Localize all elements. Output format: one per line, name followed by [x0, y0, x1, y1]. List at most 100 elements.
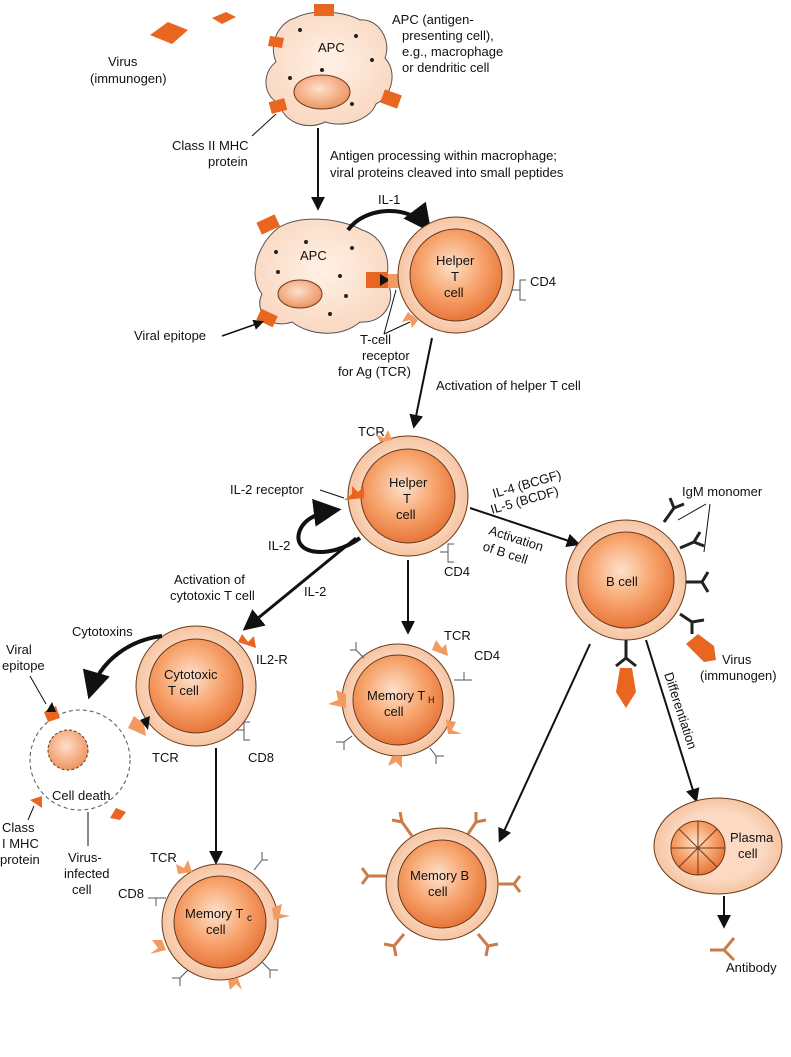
virus-right-icon [686, 634, 716, 662]
memory-th-sub: H [428, 695, 435, 705]
viral-epitope-marker [380, 274, 390, 286]
class2-label-2: protein [208, 154, 248, 169]
activation-helper-arrow [409, 337, 433, 429]
cd4-mem-label: CD4 [474, 648, 500, 663]
viral-epitope-pointer [221, 319, 264, 337]
activation-cyto-label-2: cytotoxic T cell [170, 588, 255, 603]
il2-loop-label: IL-2 [268, 538, 290, 553]
helper1-label-1: Helper [436, 253, 475, 268]
cyto-label-2: T cell [168, 683, 199, 698]
b-to-memory-arrow [498, 643, 591, 843]
virus-top-icon [150, 12, 236, 44]
helper2-label-3: cell [396, 507, 416, 522]
il1-arrow [346, 201, 432, 233]
cd8-cyto-label: CD8 [248, 750, 274, 765]
tcr-pointer-b [383, 321, 411, 335]
cd8-receptor-cyto [236, 721, 250, 741]
virus-right-label-2: (immunogen) [700, 668, 777, 683]
il1-label: IL-1 [378, 192, 400, 207]
il2-receptor-pointer [319, 489, 345, 499]
infected-label-1: Virus- [68, 850, 102, 865]
class1-pointer [27, 805, 35, 821]
memory-th-label-2: cell [384, 704, 404, 719]
igm-pointer-b [703, 503, 711, 553]
virus-infected-cell [29, 702, 131, 820]
cd8-tc-label: CD8 [118, 886, 144, 901]
plasma-label-1: Plasma [730, 830, 774, 845]
cell-death-label: Cell death [52, 788, 111, 803]
tcr-desc-1: T-cell [360, 332, 391, 347]
virus-top-label: Virus [108, 54, 138, 69]
cyto-label-1: Cytotoxic [164, 667, 218, 682]
memory-tc-label-2: cell [206, 922, 226, 937]
memory-b-cell [360, 811, 522, 957]
viral-epitope-2-label-1: Viral [6, 642, 32, 657]
cytotoxic-t-cell [128, 625, 257, 747]
infected-label-2: infected [64, 866, 110, 881]
igm-pointer-a [677, 503, 707, 521]
memory-tc-label-1: Memory T [185, 906, 243, 921]
apc-cell-2 [254, 214, 392, 334]
memory-tc-cell [148, 852, 290, 990]
il2-to-cytotoxic-arrow [242, 536, 357, 631]
helper2-label-2: T [403, 491, 411, 506]
memory-th-label-1: Memory T [367, 688, 425, 703]
helper-t-cell-2 [344, 430, 469, 557]
class1-label-1: Class [2, 820, 35, 835]
antibody-icon [710, 937, 736, 962]
class1-label-3: protein [0, 852, 40, 867]
apc-label: APC [318, 40, 345, 55]
il2-loop-arrow [296, 498, 362, 554]
class2-pointer [251, 113, 277, 137]
activation-b-arrow [469, 507, 581, 548]
tcr-tc-label: TCR [150, 850, 177, 865]
tcr-pointer-a [383, 289, 397, 335]
tcr-cyto-label: TCR [152, 750, 179, 765]
viral-epitope-2-pointer [29, 675, 47, 705]
tcr-desc-3: for Ag (TCR) [338, 364, 411, 379]
activation-helper-label: Activation of helper T cell [436, 378, 581, 393]
tcr-mem-label: TCR [444, 628, 471, 643]
processing-label-1: Antigen processing within macrophage; [330, 148, 557, 163]
memory-b-label-2: cell [428, 884, 448, 899]
activation-cyto-label-1: Activation of [174, 572, 245, 587]
b-cell [565, 497, 710, 708]
memory-tc-sub: c [247, 913, 252, 924]
helper1-label-2: T [451, 269, 459, 284]
il2-arrow-label: IL-2 [304, 584, 326, 599]
igm-label: IgM monomer [682, 484, 763, 499]
apc-desc-3: e.g., macrophage [402, 44, 503, 59]
processing-label-2: viral proteins cleaved into small peptid… [330, 165, 564, 180]
class2-label-1: Class II MHC [172, 138, 249, 153]
plasma-cell [653, 797, 783, 895]
apc-cell-top [265, 4, 402, 127]
infected-label-3: cell [72, 882, 92, 897]
viral-epitope-2-label-2: epitope [2, 658, 45, 673]
differentiation-arrow [645, 639, 700, 803]
apc2-label: APC [300, 248, 327, 263]
cytotoxins-arrow [82, 634, 163, 700]
apc-desc-2: presenting cell), [402, 28, 494, 43]
il2-receptor-label: IL-2 receptor [230, 482, 304, 497]
differentiation-label: Differentiation [661, 670, 700, 751]
virus-right-label-1: Virus [722, 652, 752, 667]
il2r-label: IL2-R [256, 652, 288, 667]
helper-t-cell-1 [397, 216, 515, 334]
helper2-label-1: Helper [389, 475, 428, 490]
class1-label-2: I MHC [2, 836, 39, 851]
cd4-mid-label: CD4 [444, 564, 470, 579]
virus-top-label-2: (immunogen) [90, 71, 167, 86]
b-cell-label: B cell [606, 574, 638, 589]
apc-desc-1: APC (antigen- [392, 12, 474, 27]
apc-desc-4: or dendritic cell [402, 60, 490, 75]
igm-receptors [615, 497, 710, 668]
cytotoxins-label: Cytotoxins [72, 624, 133, 639]
antibody-label: Antibody [726, 960, 777, 975]
cd4-receptor-1 [512, 279, 526, 301]
tcr-desc-2: receptor [362, 348, 410, 363]
helper1-label-3: cell [444, 285, 464, 300]
cd4-receptor-2 [440, 543, 454, 563]
viral-epitope-label-1: Viral epitope [134, 328, 206, 343]
